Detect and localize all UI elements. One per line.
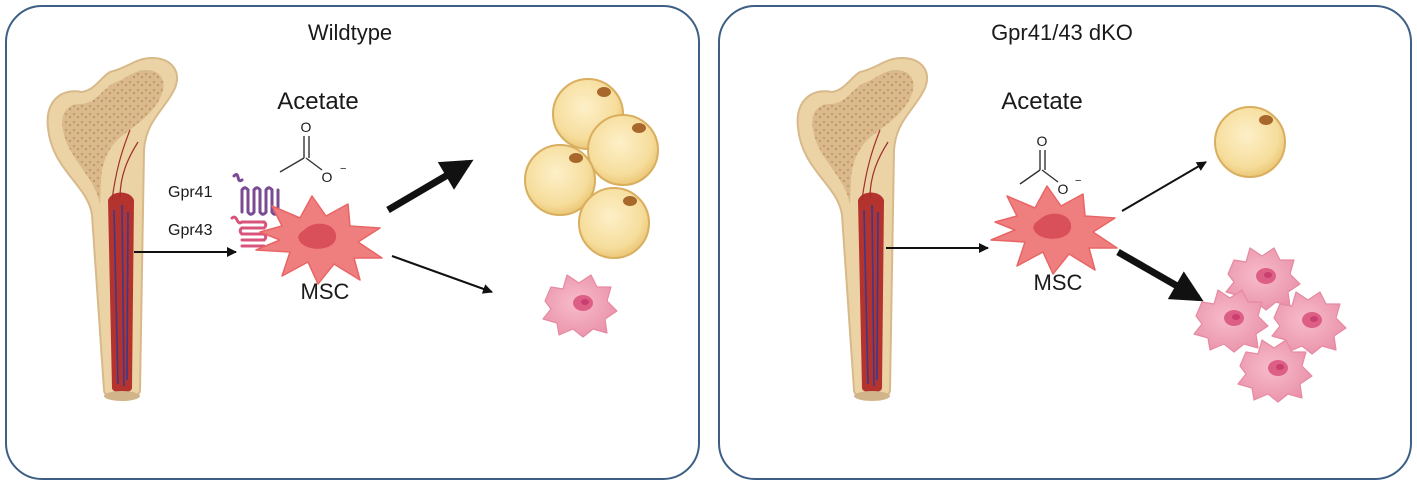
panel-title: Gpr41/43 dKO xyxy=(991,20,1133,45)
oxygen-atom-anion: O xyxy=(322,169,333,185)
adipocyte-icon xyxy=(587,114,659,186)
gpr41-label: Gpr41 xyxy=(168,184,213,201)
acetate-label: Acetate xyxy=(277,88,358,115)
gpr41-receptor xyxy=(232,173,280,216)
osteogenesis-arrow-thin xyxy=(391,255,493,294)
adipogenesis-arrow-thin xyxy=(1121,161,1207,212)
acetate-label: Acetate xyxy=(1001,88,1082,115)
osteogenesis-arrow-thick xyxy=(1116,248,1204,302)
oxygen-atom-top: O xyxy=(301,119,312,135)
charge-minus: − xyxy=(340,163,346,175)
panel-wildtype: Wildtype Acetate O O − Gpr41 xyxy=(5,5,700,480)
acetate-molecule-icon: Acetate O O − xyxy=(1001,88,1082,197)
msc-label: MSC xyxy=(1034,270,1083,295)
adipocyte-icon xyxy=(578,187,650,259)
acetate-molecule-icon: Acetate O O − xyxy=(277,88,358,185)
adipogenesis-arrow-thick xyxy=(386,159,474,214)
panel-dko: Gpr41/43 dKO Acetate O O − MSC xyxy=(718,5,1412,480)
receptor-icon: Gpr41 Gpr43 xyxy=(168,173,280,248)
oxygen-atom-anion: O xyxy=(1058,181,1069,197)
gpr43-receptor xyxy=(230,215,268,248)
adipocyte-icon xyxy=(1214,106,1286,178)
panel-title: Wildtype xyxy=(308,20,392,45)
charge-minus: − xyxy=(1075,175,1081,187)
oxygen-atom-top: O xyxy=(1037,133,1048,149)
msc-label: MSC xyxy=(301,279,350,304)
gpr43-label: Gpr43 xyxy=(168,222,213,239)
